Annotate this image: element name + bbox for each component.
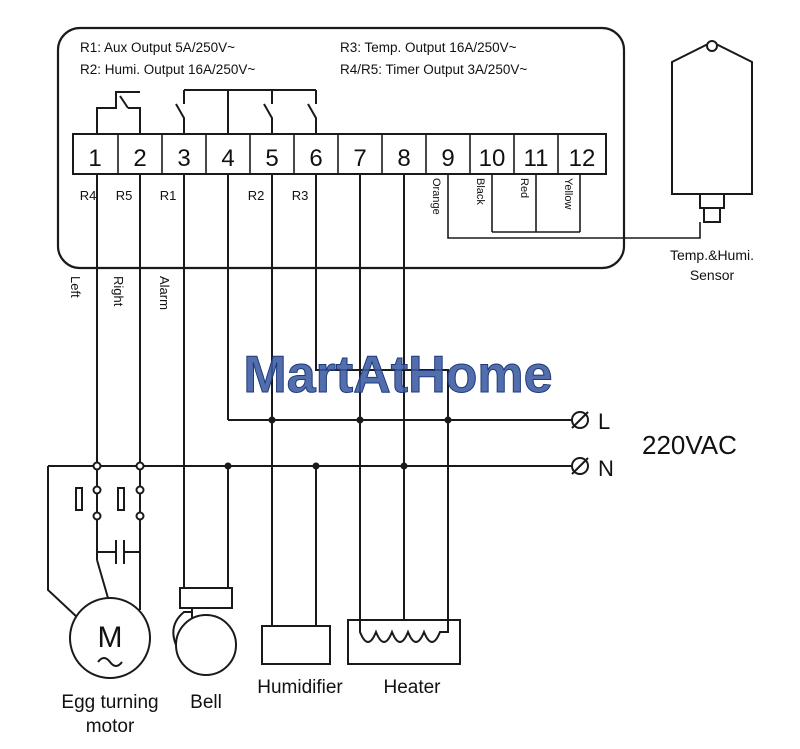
relay-contacts bbox=[96, 89, 317, 134]
terminal-4: 4 bbox=[221, 145, 234, 172]
terminal-9: 9 bbox=[441, 145, 454, 172]
terminal-7: 7 bbox=[353, 145, 366, 172]
wire-red-label: Red bbox=[518, 178, 530, 198]
sensor-label-line2: Sensor bbox=[690, 267, 735, 283]
load-wires bbox=[227, 420, 449, 626]
motor-m-symbol: M bbox=[98, 621, 123, 654]
terminal-1: 1 bbox=[88, 145, 101, 172]
label-heater: Heater bbox=[383, 677, 441, 698]
label-r4: R4 bbox=[80, 188, 97, 203]
temp-humi-sensor bbox=[671, 40, 753, 223]
watermark: MartAtHome bbox=[243, 346, 552, 404]
heater-symbol bbox=[347, 619, 461, 665]
label-egg-turning: Egg turning bbox=[61, 692, 158, 713]
terminal-3: 3 bbox=[177, 145, 190, 172]
terminal-strip: 1 2 3 4 5 6 7 8 9 10 11 12 bbox=[72, 133, 607, 175]
header-r3: R3: Temp. Output 16A/250V~ bbox=[340, 40, 517, 55]
label-voltage: 220VAC bbox=[642, 430, 737, 460]
terminal-2: 2 bbox=[133, 145, 146, 172]
label-r3: R3 bbox=[292, 188, 309, 203]
terminal-11: 11 bbox=[524, 145, 549, 172]
label-right: Right bbox=[111, 276, 126, 307]
sensor-label-line1: Temp.&Humi. bbox=[670, 247, 754, 263]
wire-orange-label: Orange bbox=[430, 178, 442, 215]
wire-yellow-label: Yellow bbox=[562, 178, 574, 209]
humidifier-symbol bbox=[261, 625, 331, 665]
terminal-5: 5 bbox=[265, 145, 278, 172]
label-bell: Bell bbox=[190, 692, 222, 713]
wire-black-label: Black bbox=[474, 178, 486, 205]
terminal-6: 6 bbox=[309, 145, 322, 172]
terminal-10: 10 bbox=[479, 145, 506, 172]
header-r2: R2: Humi. Output 16A/250V~ bbox=[80, 62, 255, 77]
sensor-wires bbox=[447, 174, 701, 239]
terminal-12: 12 bbox=[569, 145, 596, 172]
label-r2: R2 bbox=[248, 188, 265, 203]
label-left: Left bbox=[68, 276, 83, 298]
header-r1: R1: Aux Output 5A/250V~ bbox=[80, 40, 235, 55]
bell-symbol bbox=[172, 587, 237, 676]
label-r5: R5 bbox=[116, 188, 133, 203]
label-alarm: Alarm bbox=[157, 276, 172, 310]
output-wires bbox=[96, 174, 449, 588]
terminal-8: 8 bbox=[397, 145, 410, 172]
motor-circuit bbox=[47, 461, 151, 679]
label-humidifier: Humidifier bbox=[257, 677, 343, 698]
label-r1: R1 bbox=[160, 188, 177, 203]
header-r4r5: R4/R5: Timer Output 3A/250V~ bbox=[340, 62, 527, 77]
label-l: L bbox=[598, 409, 610, 434]
label-n: N bbox=[598, 456, 614, 481]
label-motor: motor bbox=[86, 716, 135, 737]
power-lines bbox=[48, 411, 589, 475]
